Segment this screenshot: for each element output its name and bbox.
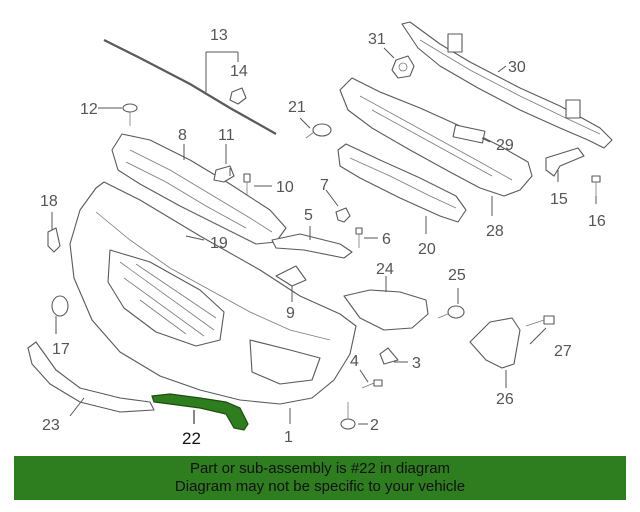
callout-27: 27 — [554, 343, 572, 360]
part-12-bolt — [122, 103, 138, 126]
callout-9: 9 — [286, 305, 295, 322]
part-8-upper-grille — [111, 133, 287, 245]
callout-28: 28 — [486, 223, 504, 240]
part-20-lower-grille — [337, 143, 467, 223]
part-3-clip — [379, 347, 399, 365]
part-13-moulding — [103, 39, 277, 135]
leader-lines — [51, 47, 597, 425]
callout-8: 8 — [178, 127, 187, 144]
callout-31: 31 — [368, 31, 386, 48]
callout-2: 2 — [370, 417, 379, 434]
callout-26: 26 — [496, 391, 514, 408]
part-24-light-cover — [343, 289, 429, 331]
callout-6: 6 — [382, 231, 391, 248]
part-4-bolt — [361, 379, 383, 389]
part-10-bolt — [243, 173, 251, 196]
callout-3: 3 — [412, 355, 421, 372]
part-30-reinforcement-bar — [401, 21, 613, 149]
callout-labels: 1 2 3 4 5 6 7 8 9 10 11 12 13 14 15 16 1… — [40, 27, 606, 448]
callout-11: 11 — [218, 127, 235, 144]
part-16-bolt — [591, 175, 601, 196]
part-23-lip-spoiler — [27, 341, 155, 413]
callout-14: 14 — [230, 63, 248, 80]
callout-7: 7 — [320, 177, 329, 194]
callout-17: 17 — [52, 341, 70, 358]
info-banner: Part or sub-assembly is #22 in diagram D… — [14, 456, 626, 500]
part-17-clip — [51, 295, 69, 317]
callout-1: 1 — [284, 429, 293, 446]
part-18-bracket — [47, 227, 61, 253]
part-31-clip — [391, 55, 415, 79]
banner-line-part-info: Part or sub-assembly is #22 in diagram — [189, 460, 451, 477]
part-28-energy-absorber — [339, 77, 533, 197]
callout-20: 20 — [418, 241, 436, 258]
part-5-bracket — [271, 233, 353, 259]
part-14-clip — [229, 87, 247, 105]
callout-12: 12 — [80, 101, 98, 118]
banner-line-disclaimer: Diagram may not be specific to your vehi… — [174, 478, 466, 495]
callout-22: 22 — [182, 429, 201, 448]
part-15-bracket — [545, 147, 585, 177]
callout-10: 10 — [276, 179, 294, 196]
callout-5: 5 — [304, 207, 313, 224]
callout-18: 18 — [40, 193, 58, 210]
exploded-view-drawing: 1 2 3 4 5 6 7 8 9 10 11 12 13 14 15 16 1… — [27, 21, 613, 448]
part-6-bolt — [355, 227, 363, 248]
callout-19: 19 — [210, 235, 228, 252]
part-1-bumper-cover — [69, 181, 357, 405]
part-9-bracket — [275, 265, 307, 287]
part-29-bracket — [452, 124, 486, 144]
callout-24: 24 — [376, 261, 394, 278]
part-22-highlighted — [151, 393, 249, 431]
callout-25: 25 — [448, 267, 466, 284]
callout-21: 21 — [288, 99, 306, 116]
part-2-bolt — [340, 402, 356, 430]
part-27-bolt — [525, 315, 555, 327]
callout-4: 4 — [350, 353, 359, 370]
part-7-clip — [335, 207, 351, 223]
callout-15: 15 — [550, 191, 568, 208]
part-11-clip — [213, 165, 235, 183]
part-26-side-bracket — [469, 317, 521, 369]
part-21-bolt — [305, 123, 332, 139]
callout-16: 16 — [588, 213, 606, 230]
callout-23: 23 — [42, 417, 60, 434]
callout-13: 13 — [210, 27, 228, 44]
callout-30: 30 — [508, 59, 526, 76]
part-25-bolt — [437, 305, 465, 319]
callout-29: 29 — [496, 137, 514, 154]
